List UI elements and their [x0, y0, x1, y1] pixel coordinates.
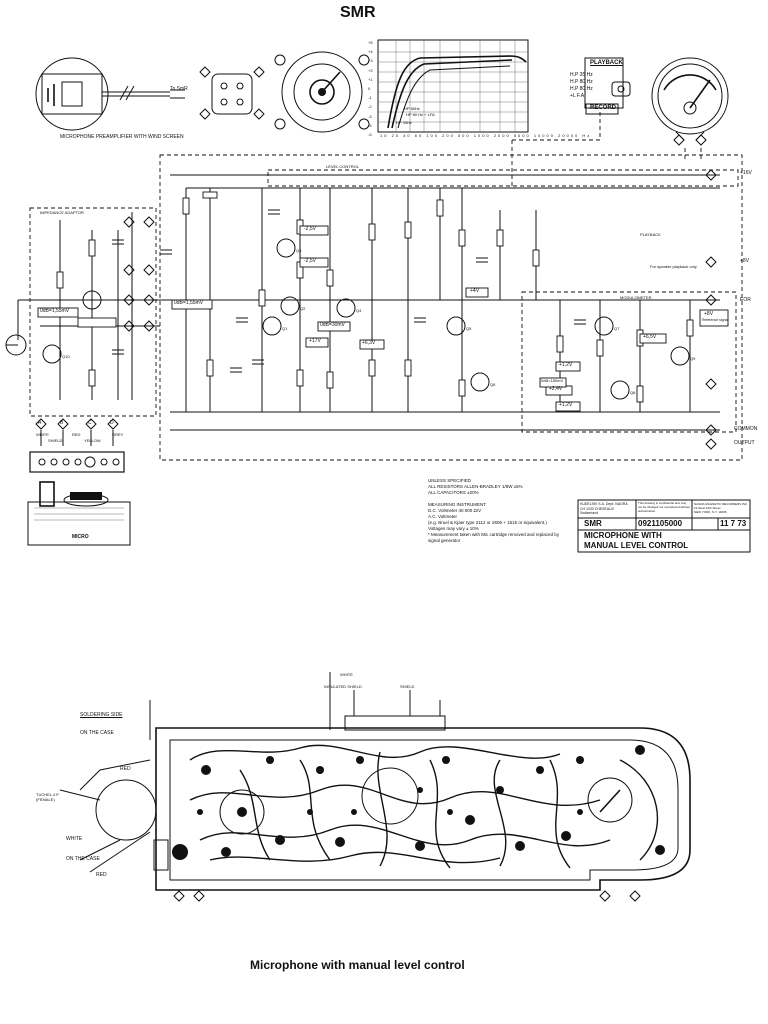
- for-speaker-label: For speaker playback only: [650, 264, 697, 269]
- tb-model: SMR: [584, 519, 602, 528]
- micro-label: MICRO: [72, 534, 89, 540]
- voltage-12: 0dB=1,55mV: [174, 300, 204, 306]
- level-control-label: LEVEL CONTROL: [326, 164, 359, 169]
- tb-description-2: MANUAL LEVEL CONTROL: [584, 541, 689, 550]
- tb-dealer: NAGRA MAGNETIC RECORDERS INC. 19 West 44…: [694, 502, 749, 514]
- pcb-shield: SHIELD: [400, 684, 415, 689]
- wire-red: RED: [72, 432, 81, 437]
- pcb-red-2: RED: [96, 872, 107, 878]
- title-block-frame: [577, 499, 751, 553]
- transistor-q9: Q9: [690, 356, 696, 361]
- to-smr-label: To SmR: [170, 86, 188, 92]
- output-label: OUTPUT: [734, 440, 755, 446]
- page-title: SMR: [340, 4, 376, 21]
- micro-drawing: [27, 481, 131, 546]
- tb-date: 11 7 73: [720, 519, 747, 528]
- voltage-2: -2,5V: [304, 258, 316, 264]
- pcb-caption: Microphone with manual level control: [250, 958, 465, 972]
- curve-label-3: HP 35Hz: [396, 120, 412, 125]
- playback-title: PLAYBACK: [590, 60, 623, 66]
- wire-grey: GREY: [112, 432, 124, 437]
- common-label: COMMON: [734, 426, 758, 432]
- pcb-white-1: WHITE: [340, 672, 353, 677]
- pcb-white-2: WHITE: [66, 836, 83, 842]
- voltage-1: -2,5V: [304, 226, 316, 232]
- transistor-q10: Q10: [62, 354, 70, 359]
- pcb-on-case-1: ON THE CASE: [80, 730, 114, 736]
- preamp-caption: MICROPHONE PREAMPLIFIER WITH WIND SCREEN: [60, 134, 184, 140]
- voltage-4: +6,3V: [362, 340, 376, 346]
- voltage-6: +1,2V: [559, 362, 573, 368]
- connector-strip: [29, 451, 125, 473]
- pin-a: A: [38, 420, 42, 426]
- voltage-5: +4V: [470, 288, 480, 294]
- transistor-q7: Q7: [614, 326, 620, 331]
- tb-description-1: MICROPHONE WITH: [584, 531, 662, 540]
- wire-shield: SHIELD: [48, 438, 63, 443]
- voltage-11: 0dB=1,55mV: [40, 308, 70, 314]
- tb-notice: This drawing is confidential and may not…: [638, 501, 690, 513]
- transistors: [42, 238, 690, 400]
- ref-signal-label: Reference signal: [702, 318, 729, 322]
- voltage-3: +17V: [309, 338, 321, 344]
- level-dial: [274, 51, 370, 133]
- mic-preamp-drawing: [35, 57, 185, 131]
- vu-meter: [651, 57, 729, 146]
- impedance-adaptor-label: IMPEDANCE ADAPTOR: [40, 210, 84, 215]
- pin-b: B: [60, 420, 64, 426]
- pcb-tuchel: TUCHEL 4 P (FEMALE): [36, 792, 59, 802]
- frequency-graph: [377, 39, 529, 133]
- transistor-q8: Q8: [630, 390, 636, 395]
- voltage-14: 0dB=180mV: [541, 378, 564, 383]
- impedance-adaptor-frame: [29, 207, 157, 417]
- four-pin-connector: [199, 66, 265, 120]
- pcb-on-case-2: ON THE CASE: [66, 856, 100, 862]
- transistor-q6: Q6: [490, 382, 496, 387]
- voltage-7: +2,4V: [549, 386, 563, 392]
- main-frame: [159, 154, 743, 461]
- voltage-13: 0dB=30mV: [320, 322, 345, 328]
- voltage-9: +8V: [704, 311, 714, 317]
- eor-label: EOR: [740, 297, 751, 303]
- voltage-10: +6,5V: [643, 334, 657, 340]
- rail-8v: +8V: [740, 258, 750, 264]
- curve-label-1: HP 80Hz: [404, 106, 420, 111]
- pcb-insulated-shield: INSULATED SHIELD: [324, 684, 362, 689]
- tb-company: KUDELSKI S.A. Dept. NAGRA CH 1033 CHESEA…: [580, 502, 628, 515]
- wire-yellow: YELLOW: [84, 438, 101, 443]
- notes: UNLESS SPECIFIED ALL RESISTORS ALLEN-BRA…: [428, 478, 560, 543]
- rail-16v: +16V: [740, 170, 752, 176]
- playback-label: PLAYBACK: [640, 232, 661, 237]
- pin-c: C: [88, 420, 92, 426]
- playback-switch: [584, 57, 631, 115]
- transistor-q3: Q3: [296, 248, 302, 253]
- pcb-red-1: RED: [120, 766, 131, 772]
- pin-d: D: [110, 420, 114, 426]
- transistor-q2: Q2: [300, 306, 306, 311]
- transistor-q4: Q4: [356, 308, 362, 313]
- modulometer-label: MODULOMETER: [620, 295, 652, 300]
- wire-white: WHITE: [36, 432, 49, 437]
- transistor-q1: Q1: [282, 326, 288, 331]
- graph-x-ticks: 10 20 40 60 100 200 500 1000 2000 5000 1…: [380, 133, 592, 138]
- curve-label-2: HP 80 Hz + LFA: [406, 112, 435, 117]
- transistor-q5: Q5: [466, 326, 472, 331]
- pcb-drawing: [59, 672, 691, 902]
- pcb-soldering-side: SOLDERING SIDE: [80, 712, 123, 718]
- voltage-8: +1,2V: [559, 402, 573, 408]
- record-label: RECORD: [590, 105, 617, 111]
- tb-number: 0921105000: [638, 519, 683, 528]
